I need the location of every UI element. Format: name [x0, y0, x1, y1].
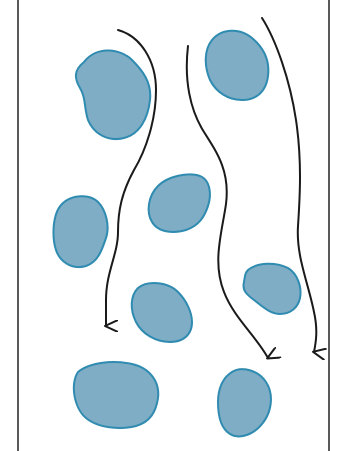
grain-7 [74, 362, 158, 428]
